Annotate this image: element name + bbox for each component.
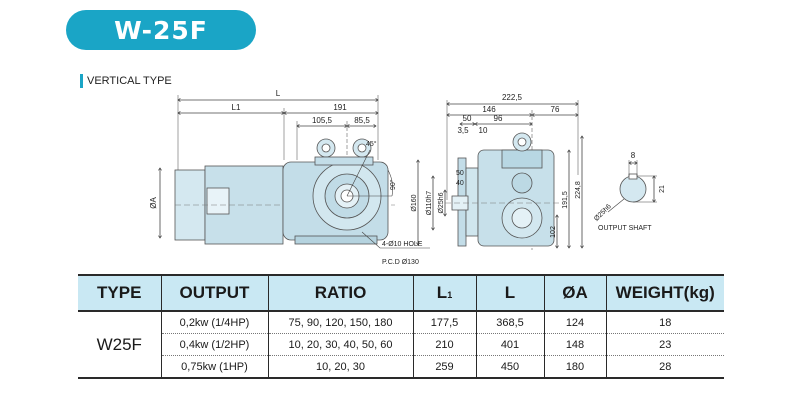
- front-view: [160, 95, 430, 249]
- table-row: W25F 0,2kw (1/4HP) 75, 90, 120, 150, 180…: [78, 311, 724, 379]
- col-l1-text: L: [436, 283, 448, 302]
- col-weight: WEIGHT(kg): [605, 274, 724, 312]
- dim-phi160: Ø160: [411, 194, 418, 211]
- weight-cell: 28: [605, 355, 724, 379]
- section-marker: [80, 74, 83, 88]
- l1-cell: 177,5: [412, 311, 477, 334]
- dim-50: 50: [463, 114, 472, 123]
- col-ratio: RATIO: [267, 274, 414, 312]
- output-shaft-label: OUTPUT SHAFT: [598, 225, 652, 232]
- l1-cell: 210: [412, 333, 477, 356]
- section-label-text: VERTICAL TYPE: [87, 75, 172, 87]
- phi-a-cell: 180: [543, 355, 607, 379]
- ratio-cell: 10, 20, 30: [267, 355, 414, 379]
- dim-L1: L1: [232, 103, 241, 112]
- dim-105-5: 105,5: [312, 116, 333, 125]
- dim-50-v: 50: [456, 170, 464, 177]
- angle-90: 90°: [389, 179, 397, 190]
- type-cell: W25F: [78, 311, 162, 379]
- hole-note: 4-Ø10 HOLE: [382, 241, 423, 248]
- col-phi-a: ØA: [543, 274, 607, 312]
- dim-10: 10: [479, 126, 488, 135]
- output-cell: 0,2kw (1/4HP): [160, 311, 269, 334]
- col-l1: L1: [412, 274, 477, 312]
- output-cell: 0,75kw (1HP): [161, 355, 269, 379]
- model-title: W-25F: [66, 10, 256, 50]
- weight-cell: 23: [605, 333, 724, 356]
- table-row: 0,75kw (1HP) 10, 20, 30 259 450 180 28: [78, 355, 724, 379]
- shaft-dim-21: 21: [659, 185, 666, 193]
- dim-L: L: [276, 89, 281, 98]
- l1-cell: 259: [412, 355, 477, 379]
- side-view: [418, 100, 582, 250]
- pcd-note: P.C.D Ø130: [382, 259, 419, 266]
- angle-45: 45°: [366, 140, 377, 148]
- col-l1-sub: 1: [447, 290, 453, 300]
- dim-224-8: 224,8: [575, 181, 582, 199]
- dim-76: 76: [551, 105, 560, 114]
- dim-phi25: Ø25h6: [438, 192, 445, 213]
- shaft-dim-phi: Ø25h6: [593, 203, 613, 223]
- spec-table-header: TYPE OUTPUT RATIO L1 L ØA WEIGHT(kg): [78, 274, 724, 312]
- output-cell: 0,4kw (1/2HP): [161, 333, 269, 356]
- shaft-dim-8: 8: [631, 151, 636, 160]
- col-type: TYPE: [78, 274, 162, 312]
- dim-191-5: 191,5: [562, 191, 569, 209]
- dim-222-5: 222,5: [502, 93, 523, 102]
- dim-191: 191: [333, 103, 347, 112]
- dim-40-v: 40: [456, 180, 464, 187]
- col-l: L: [475, 274, 545, 312]
- section-label: VERTICAL TYPE: [80, 74, 172, 88]
- model-title-text: W-25F: [114, 15, 208, 45]
- side-view-labels: 222,5 146 76 50 96 3,5 10 50 40 Ø160 Ø11…: [411, 93, 582, 238]
- l-cell: 401: [475, 333, 545, 356]
- phi-a-cell: 124: [543, 311, 607, 334]
- dim-3-5: 3,5: [457, 126, 469, 135]
- table-row: 0,4kw (1/2HP) 10, 20, 30, 40, 50, 60 210…: [78, 333, 724, 356]
- l-cell: 368,5: [475, 311, 545, 334]
- ratio-cell: 75, 90, 120, 150, 180: [267, 311, 414, 334]
- dim-146: 146: [482, 105, 496, 114]
- dim-phi110: Ø110h7: [426, 191, 433, 215]
- phi-a-cell: 148: [543, 333, 607, 356]
- technical-drawing: L L1 191 105,5 85,5 45° 90° ØA 4-Ø10 HOL…: [149, 89, 666, 266]
- col-output: OUTPUT: [160, 274, 269, 312]
- front-view-labels: L L1 191 105,5 85,5 45° 90° ØA 4-Ø10 HOL…: [149, 89, 423, 266]
- spec-table: TYPE OUTPUT RATIO L1 L ØA WEIGHT(kg) W25…: [78, 274, 724, 379]
- dim-85-5: 85,5: [354, 116, 370, 125]
- weight-cell: 18: [605, 311, 724, 334]
- dim-102: 102: [550, 226, 557, 238]
- ratio-cell: 10, 20, 30, 40, 50, 60: [267, 333, 414, 356]
- dim-96: 96: [494, 114, 503, 123]
- l-cell: 450: [475, 355, 545, 379]
- output-shaft-view: [607, 160, 657, 213]
- dim-phiA: ØA: [149, 197, 158, 209]
